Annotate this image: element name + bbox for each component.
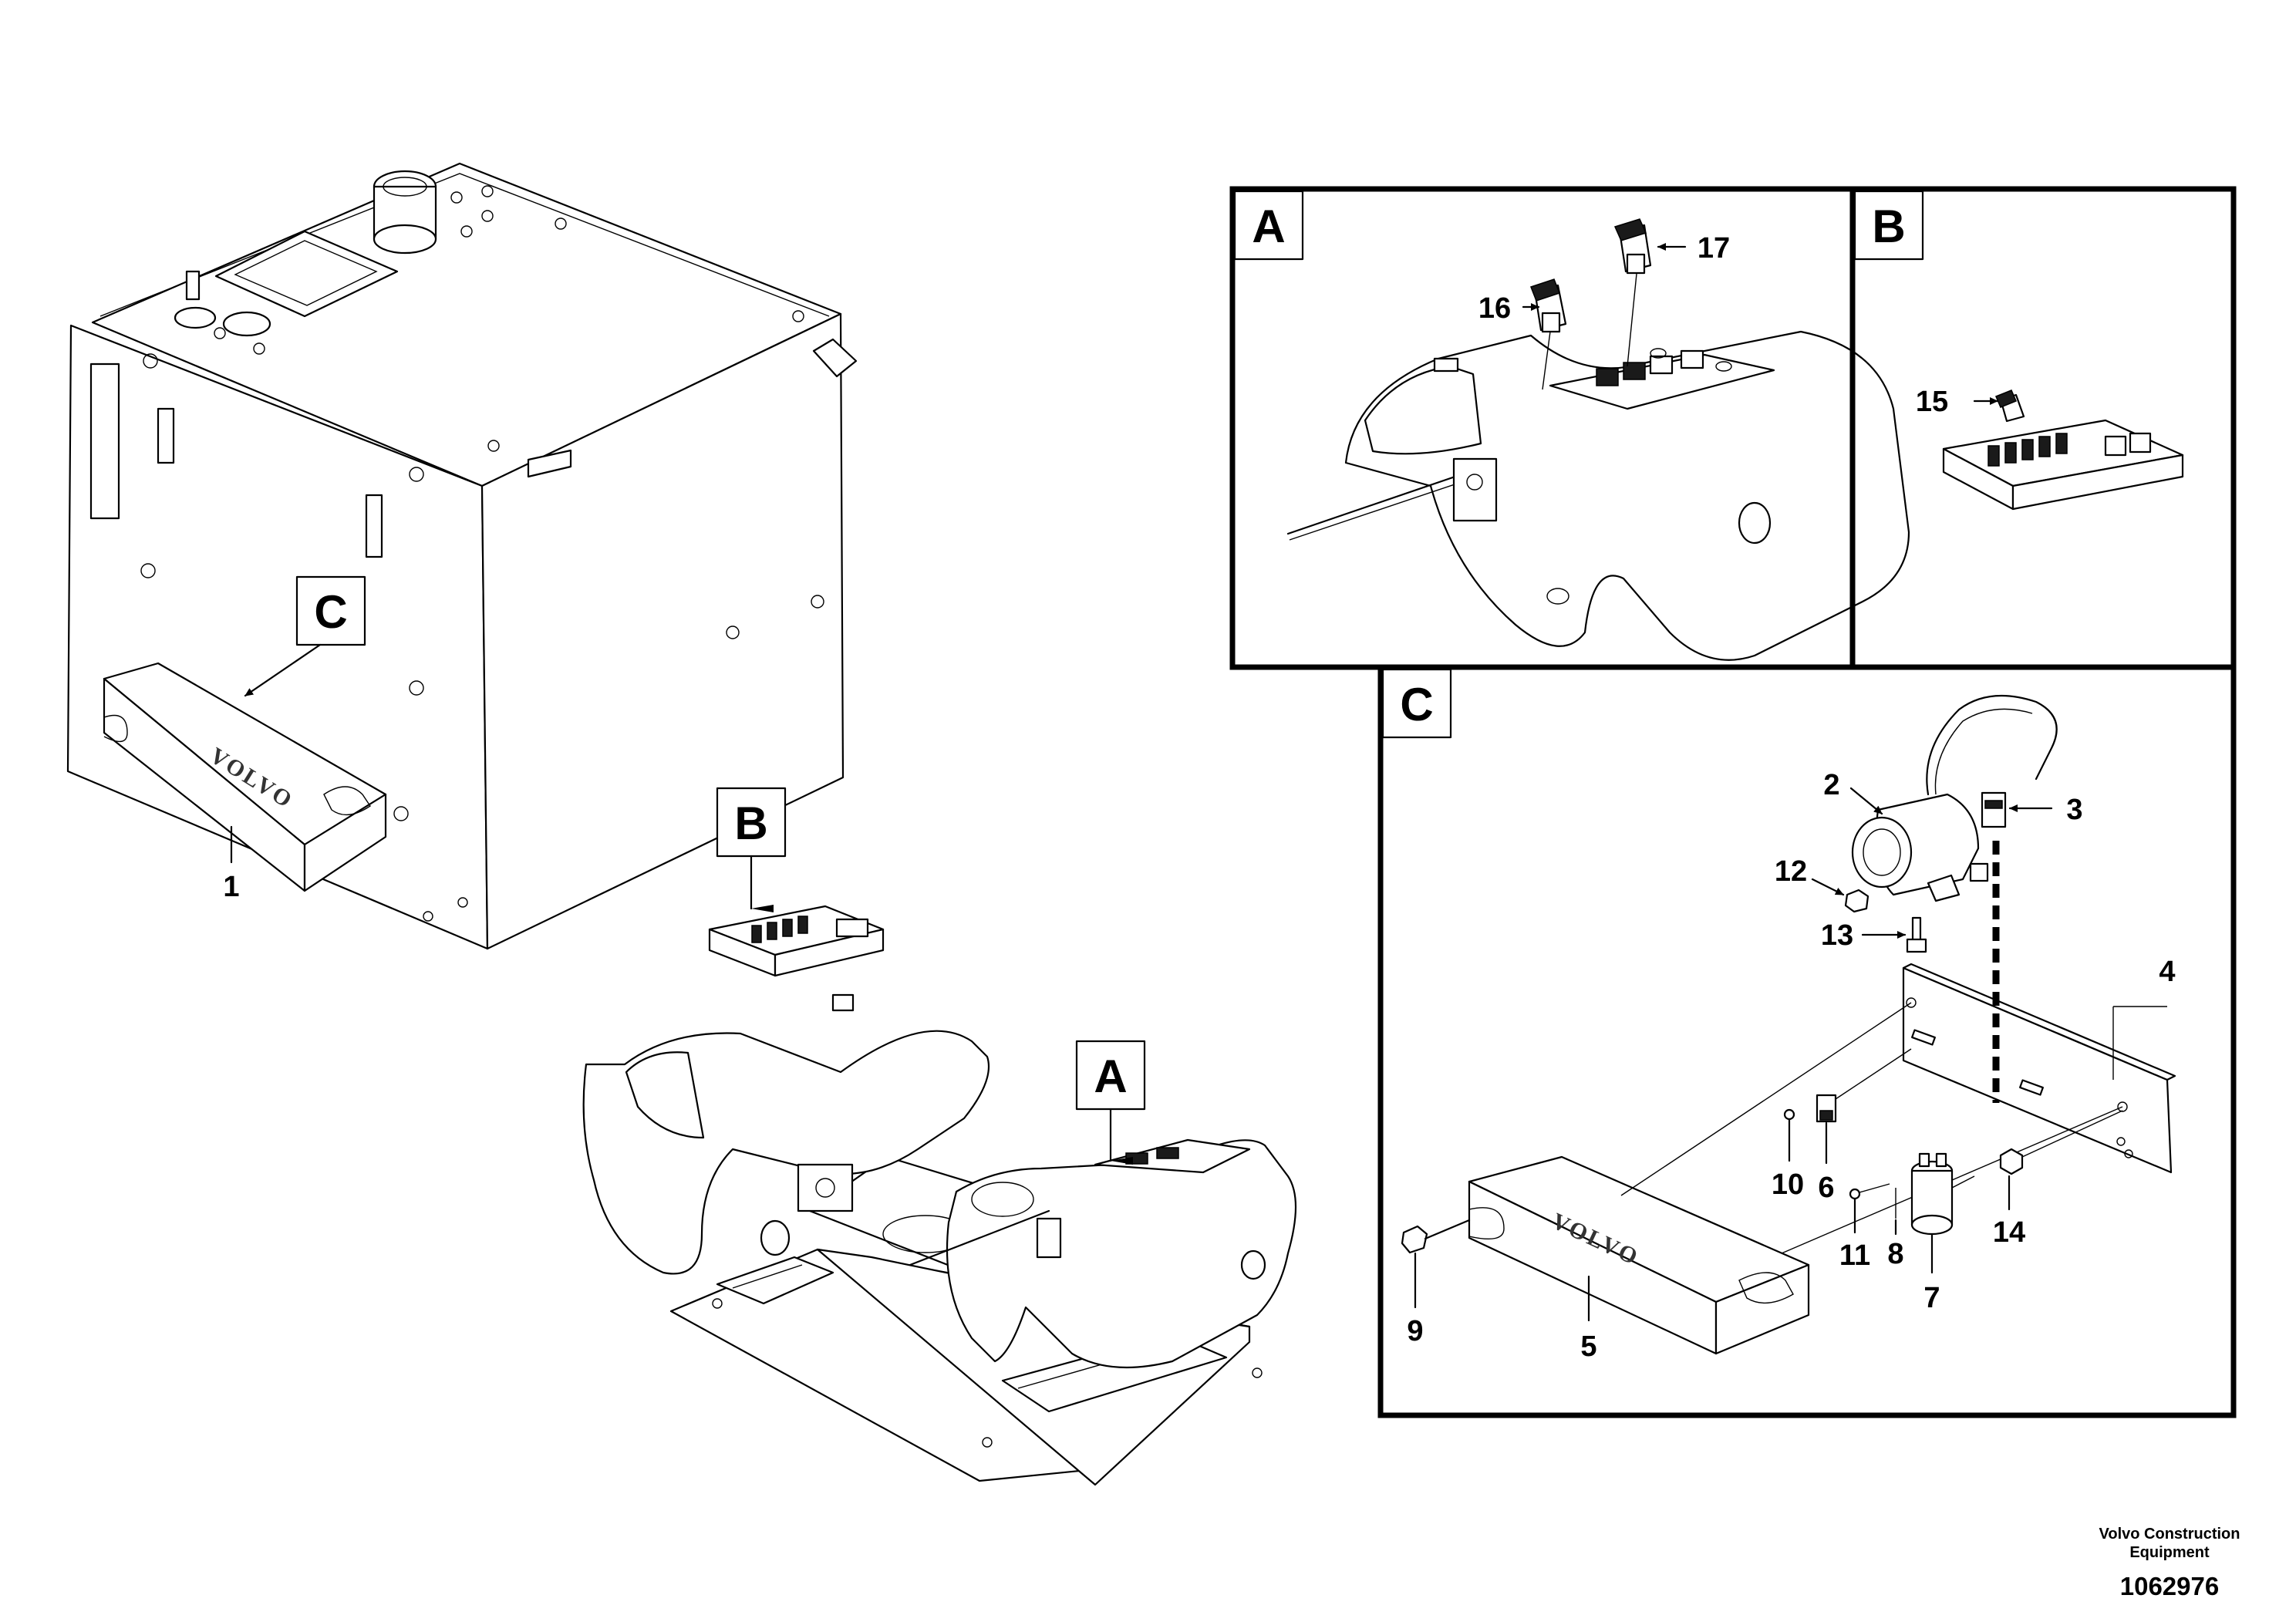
part-label-16: 16 xyxy=(1478,292,1511,325)
switch-panel-b-small xyxy=(708,905,885,977)
callout-b-main: B xyxy=(716,787,787,912)
part-label-8: 8 xyxy=(1887,1238,1903,1270)
cover-box-part-1: VOLVO xyxy=(103,662,387,892)
horn-part-2 xyxy=(1851,694,2058,902)
footer-block: Volvo Construction Equipment 1062976 xyxy=(2099,1526,2240,1600)
nut-part-14 xyxy=(1999,1110,2123,1175)
part-label-2: 2 xyxy=(1823,769,1839,801)
bolt-part-13 xyxy=(1906,916,1927,953)
part-label-1: 1 xyxy=(223,871,239,903)
part-label-4: 4 xyxy=(2159,956,2175,988)
part-label-6: 6 xyxy=(1818,1172,1834,1204)
nut-part-12 xyxy=(1844,889,1870,913)
part-label-9: 9 xyxy=(1407,1315,1423,1347)
screw-part-11 xyxy=(1849,1183,1890,1200)
switch-panel-part-15 xyxy=(1942,389,2184,511)
part-label-5: 5 xyxy=(1580,1330,1596,1363)
part-label-12: 12 xyxy=(1775,855,1807,888)
callout-b-letter: B xyxy=(734,798,767,849)
bolt-part-9 xyxy=(1401,1219,1471,1254)
connector-part-3 xyxy=(1981,791,2007,828)
part-label-3: 3 xyxy=(2066,794,2082,826)
cover-box-part-5: VOLVO xyxy=(1468,1155,1810,1355)
detail-frame-b: B 15 xyxy=(1849,186,2237,670)
detail-c-letter: C xyxy=(1400,679,1433,730)
rocker-switch-part-17 xyxy=(1613,218,1652,275)
part-label-14: 14 xyxy=(1993,1216,2025,1249)
detail-b-letter: B xyxy=(1872,201,1905,252)
part-label-10: 10 xyxy=(1772,1168,1804,1201)
document-number: 1062976 xyxy=(2120,1572,2219,1600)
callout-a-main: A xyxy=(1075,1040,1146,1165)
part-label-15: 15 xyxy=(1916,386,1948,418)
relay-part-7 xyxy=(1910,1152,1975,1236)
leader-part-12 xyxy=(1811,878,1845,896)
detail-frame-a: A 16 17 xyxy=(1229,186,1910,670)
detail-frame-c: C 4 2 xyxy=(1377,664,2237,1418)
detail-a-letter: A xyxy=(1252,201,1285,252)
callout-a-letter: A xyxy=(1094,1050,1127,1102)
part-label-17: 17 xyxy=(1698,232,1730,265)
mounting-plate-part-4 xyxy=(1902,963,2176,1174)
rocker-switch-part-16 xyxy=(1530,278,1567,333)
leader-part-2 xyxy=(1849,787,1883,815)
company-name-line1: Volvo Construction xyxy=(2099,1526,2240,1543)
part-label-7: 7 xyxy=(1923,1282,1940,1314)
clip-part-6 xyxy=(1816,1048,1912,1123)
seat-base-assembly xyxy=(582,993,1297,1486)
screw-part-10 xyxy=(1783,1108,1795,1121)
part-label-13: 13 xyxy=(1821,919,1853,952)
callout-c-letter: C xyxy=(314,586,347,638)
company-name-line2: Equipment xyxy=(2129,1544,2210,1561)
part-label-11: 11 xyxy=(1839,1239,1870,1272)
callout-c-main: C xyxy=(244,575,366,697)
